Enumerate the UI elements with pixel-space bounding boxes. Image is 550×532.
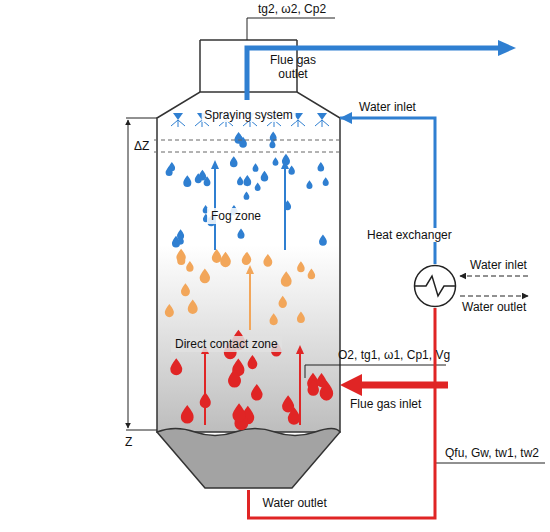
spray-jet	[171, 120, 185, 127]
cooling-water-out	[460, 296, 528, 297]
arrowhead	[340, 112, 352, 124]
droplet	[282, 395, 294, 412]
droplet	[307, 379, 319, 396]
droplet	[178, 236, 184, 245]
chimney-top	[200, 39, 297, 41]
droplet	[251, 384, 263, 401]
droplet	[273, 157, 279, 166]
tower-shell	[157, 92, 340, 432]
droplet	[242, 252, 251, 265]
droplet	[228, 369, 241, 388]
heat-exchanger: Heat exchanger	[413, 264, 457, 308]
droplet	[317, 162, 324, 172]
droplet	[279, 296, 287, 308]
pipe-label: Water inlet	[359, 100, 416, 114]
spray-nozzle	[317, 113, 327, 120]
zone-label: Fog zone	[207, 208, 266, 225]
dimension-tick	[126, 118, 157, 119]
droplet	[243, 175, 251, 186]
dimension-tick	[126, 430, 157, 431]
leader-line	[305, 365, 446, 378]
droplet	[308, 269, 316, 280]
spray-jet	[315, 120, 329, 127]
droplet	[319, 234, 327, 245]
droplet	[237, 228, 244, 238]
tower-hopper	[157, 429, 340, 489]
droplet	[297, 261, 305, 272]
droplets	[165, 113, 333, 430]
droplet	[269, 139, 275, 148]
droplet	[248, 355, 258, 369]
droplet	[166, 166, 173, 176]
gas-flow-arrowhead	[296, 345, 304, 354]
node-text: Direct contact zone	[171, 336, 282, 352]
droplet	[183, 175, 191, 187]
droplet	[186, 261, 193, 272]
droplet	[220, 252, 231, 267]
droplet	[232, 403, 245, 422]
cooling-water-in	[460, 276, 528, 277]
annotation-label: Flue gas inlet	[350, 397, 421, 411]
droplet	[200, 268, 210, 283]
droplet	[288, 165, 294, 174]
droplet	[306, 180, 312, 189]
annotation-label: Qfu, Gw, tw1, tw2	[445, 446, 539, 460]
flue-gas-arrowhead	[340, 374, 362, 396]
gas-flow-arrow	[284, 168, 286, 250]
annotation-label: Flue gas outlet	[262, 53, 324, 82]
spray-nozzle	[173, 113, 183, 120]
droplet	[199, 170, 206, 181]
leader-line	[247, 18, 335, 40]
node-text: Fog zone	[207, 208, 265, 224]
gas-flow-arrowhead	[211, 160, 219, 169]
slice-line	[154, 152, 340, 153]
droplet	[321, 386, 331, 401]
gas-flow-arrowhead	[281, 160, 289, 169]
droplet	[297, 312, 305, 323]
chimney-wall	[199, 40, 201, 92]
droplet	[177, 253, 185, 265]
droplet	[253, 163, 259, 171]
droplet	[188, 300, 198, 314]
annotation-label: ΔZ	[133, 139, 150, 153]
gas-flow-arrowhead	[246, 265, 254, 274]
exchanger-symbol	[413, 264, 457, 308]
droplet	[212, 249, 222, 263]
droplet	[170, 358, 182, 375]
leader-line	[435, 463, 545, 478]
droplet	[270, 313, 278, 325]
gas-flow-arrow	[204, 353, 206, 425]
droplet	[239, 137, 247, 148]
annotation-label: O2, tg1, ω1, Cp1, Vg	[338, 348, 450, 362]
annotation-label: Water inlet	[470, 258, 527, 272]
droplet	[323, 177, 329, 186]
droplet	[165, 304, 174, 317]
droplet	[317, 373, 327, 387]
droplet	[263, 254, 272, 267]
droplet	[181, 283, 190, 296]
droplet	[281, 271, 292, 287]
droplet	[230, 156, 238, 167]
node-text: Heat exchanger	[365, 228, 454, 242]
slice-line	[154, 140, 340, 141]
zone-label: Direct contact zone	[171, 336, 282, 353]
annotation-label: Water outlet	[462, 300, 526, 314]
droplet	[261, 171, 269, 182]
droplet	[244, 192, 250, 200]
droplet	[255, 182, 261, 191]
tower-node: Spraying systemFog zoneDirect contact zo…	[157, 88, 340, 490]
droplet	[237, 176, 243, 185]
droplet	[181, 405, 194, 424]
annotation-label: tg2, ω2, Cp2	[258, 2, 326, 16]
node-text: Spraying system	[201, 108, 296, 122]
flue-gas-outlet-pipe	[247, 48, 500, 100]
gas-flow-arrow	[299, 353, 301, 425]
annotation-label: Z	[124, 435, 133, 449]
pipe-label: Water outlet	[263, 496, 327, 510]
flue-gas-arrowhead	[498, 40, 516, 56]
dimension-line	[128, 120, 129, 428]
gas-flow-arrow	[249, 273, 251, 330]
